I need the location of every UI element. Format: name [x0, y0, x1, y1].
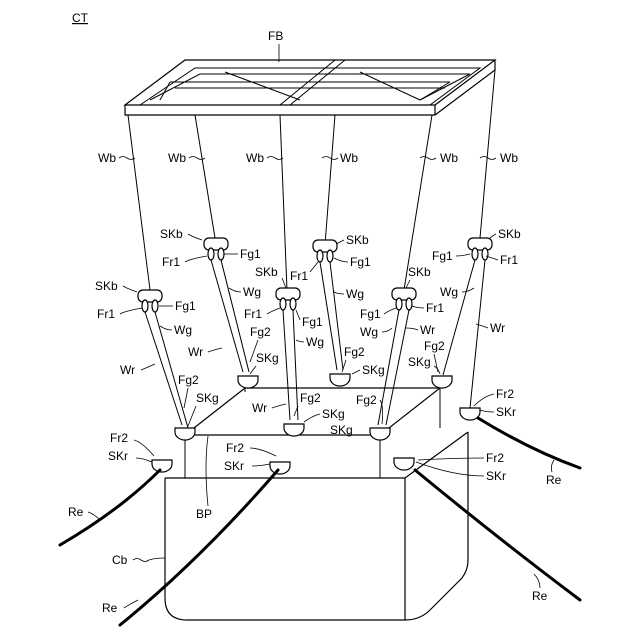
- basket-label: Cb: [112, 553, 128, 567]
- frame-fb: [125, 60, 495, 115]
- wb-label-3: Wb: [246, 151, 264, 165]
- fr1-label-5: Fr1: [426, 301, 444, 315]
- shackle-group-5: [392, 288, 416, 310]
- fg1-label-3: Fg1: [302, 315, 323, 329]
- wr-label-1: Wr: [120, 363, 135, 377]
- skb-label-6: SKb: [498, 227, 521, 241]
- skb-label-3: SKb: [255, 265, 278, 279]
- ropes-re: [60, 418, 580, 625]
- wr-label-4: Wr: [420, 323, 435, 337]
- wr-label-5: Wr: [490, 321, 505, 335]
- wb-label-1: Wb: [98, 151, 116, 165]
- wb-label-5: Wb: [440, 151, 458, 165]
- fg2-label-6: Fg2: [424, 339, 445, 353]
- wb-label-4: Wb: [340, 151, 358, 165]
- wb-label-2: Wb: [168, 151, 186, 165]
- fg2-label-2: Fg2: [178, 373, 199, 387]
- skb-label-5: SKb: [408, 265, 431, 279]
- skb-label-1: SKb: [95, 279, 118, 293]
- shackle-group-1: [138, 290, 162, 312]
- fg1-label-1: Fg1: [175, 299, 196, 313]
- fr1-label-6: Fr1: [500, 253, 518, 267]
- basket-cb: [165, 432, 468, 620]
- wg-label-4: Wg: [346, 287, 364, 301]
- skg-shackles: [175, 374, 452, 440]
- fr1-label-1: Fr1: [97, 307, 115, 321]
- fg1-label-6: Fg1: [432, 249, 453, 263]
- fg2-label-3: Fg2: [300, 391, 321, 405]
- skg-label-2: SKg: [196, 391, 219, 405]
- skr-label-3: SKr: [486, 469, 506, 483]
- fr2-label-1: Fr2: [110, 431, 128, 445]
- skg-label-3: SKg: [322, 407, 345, 421]
- wg-label-1: Wg: [174, 323, 192, 337]
- rope-label-4: Re: [546, 473, 562, 487]
- shackle-group-2: [204, 238, 228, 260]
- skr-shackles: [152, 408, 480, 474]
- figure-id-label: CT: [72, 11, 89, 25]
- skg-label-4: SKg: [330, 423, 353, 437]
- wb-label-6: Wb: [500, 151, 518, 165]
- rope-label-2: Re: [102, 601, 118, 615]
- fr2-label-3: Fr2: [486, 451, 504, 465]
- skb-label-2: SKb: [160, 227, 183, 241]
- skr-label-2: SKr: [224, 459, 244, 473]
- skg-label-1: SKg: [256, 351, 279, 365]
- rope-label-3: Re: [532, 589, 548, 603]
- fg2-label-5: Fg2: [356, 393, 377, 407]
- fr2-label-4: Fr2: [496, 387, 514, 401]
- fg1-label-2: Fg1: [240, 247, 261, 261]
- fr1-label-2: Fr1: [162, 255, 180, 269]
- wg-label-3: Wg: [306, 335, 324, 349]
- wg-label-6: Wg: [440, 285, 458, 299]
- fg2-label-4: Fg2: [344, 345, 365, 359]
- fr1-label-4: Fr1: [290, 269, 308, 283]
- wg-label-5: Wg: [360, 325, 378, 339]
- rope-label-1: Re: [68, 505, 84, 519]
- shackle-group-4: [313, 240, 337, 262]
- fg2-label-1: Fg2: [250, 325, 271, 339]
- skr-label-1: SKr: [108, 449, 128, 463]
- skg-label-5: SKg: [362, 363, 385, 377]
- platform-label: BP: [196, 507, 212, 521]
- fg1-label-5: Fg1: [360, 307, 381, 321]
- fr2-label-2: Fr2: [226, 441, 244, 455]
- skg-label-6: SKg: [408, 355, 431, 369]
- wr-label-2: Wr: [188, 345, 203, 359]
- frame-label: FB: [268, 29, 283, 43]
- fg1-label-4: Fg1: [350, 255, 371, 269]
- skr-label-4: SKr: [496, 405, 516, 419]
- skb-label-4: SKb: [346, 233, 369, 247]
- wg-label-2: Wg: [243, 285, 261, 299]
- fr1-label-3: Fr1: [244, 307, 262, 321]
- wr-label-3: Wr: [252, 401, 267, 415]
- shackle-group-3: [276, 288, 300, 310]
